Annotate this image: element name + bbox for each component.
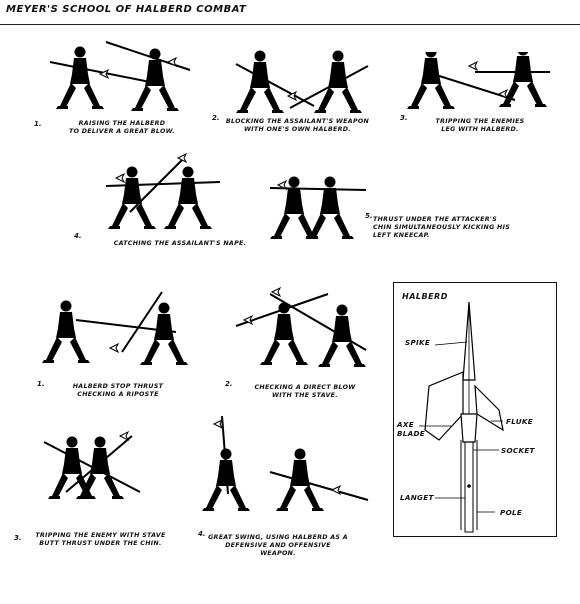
label-spike: SPIKE <box>405 338 431 347</box>
figure-4-illustration <box>105 153 221 229</box>
caption-line: CHIN SIMULTANEOUSLY KICKING HIS <box>373 224 511 231</box>
halberd-diagram-frame <box>393 282 557 537</box>
figure-9-caption: GREAT SWING, USING HALBERD AS A DEFENSIV… <box>208 534 348 558</box>
figure-3-caption: TRIPPING THE ENEMIES LEG WITH HALBERD. <box>410 118 550 134</box>
caption-line: WITH THE STAVE. <box>272 392 338 399</box>
figure-4-caption: CATCHING THE ASSAILANT'S NAPE. <box>110 240 250 248</box>
caption-line: CHECKING A RIPOSTE <box>77 391 159 398</box>
figure-1-number: 1. <box>34 120 42 128</box>
figure-3-number: 3. <box>400 114 408 122</box>
title-divider <box>0 24 580 25</box>
caption-line: TO DELIVER A GREAT BLOW. <box>68 128 175 135</box>
figure-2-caption: BLOCKING THE ASSAILANT'S WEAPON WITH ONE… <box>225 118 370 134</box>
figure-9-number: 4. <box>198 530 206 538</box>
figure-5-illustration <box>269 176 367 239</box>
caption-line: TRIPPING THE ENEMY WITH STAVE <box>35 532 166 539</box>
caption-line: BUTT THRUST UNDER THE CHIN. <box>39 540 162 547</box>
label-line: BLADE <box>397 429 425 438</box>
caption-line: LEG WITH HALBERD. <box>441 126 519 133</box>
figure-1-illustration <box>49 41 191 111</box>
figure-5-number: 5. <box>365 212 373 220</box>
caption-line: GREAT SWING, USING HALBERD AS A <box>208 534 348 541</box>
figure-3-illustration <box>407 52 550 109</box>
halberd-title: HALBERD <box>402 292 448 301</box>
caption-line: RAISING THE HALBERD <box>78 120 166 127</box>
caption-line: TRIPPING THE ENEMIES <box>435 118 525 125</box>
label-langet: LANGET <box>400 493 434 502</box>
caption-line: WITH ONE'S OWN HALBERD. <box>243 126 351 133</box>
caption-line: DEFENSIVE AND OFFENSIVE WEAPON. <box>225 542 331 557</box>
figure-6-caption: HALBERD STOP THRUST CHECKING A RIPOSTE <box>48 383 188 399</box>
label-fluke: FLUKE <box>506 417 533 426</box>
figure-7-illustration <box>235 287 367 367</box>
caption-line: CATCHING THE ASSAILANT'S NAPE. <box>113 240 247 247</box>
figure-7-caption: CHECKING A DIRECT BLOW WITH THE STAVE. <box>235 384 375 400</box>
figure-4-number: 4. <box>74 232 82 240</box>
figure-2-number: 2. <box>212 114 220 122</box>
figure-5-caption: THRUST UNDER THE ATTACKER'S CHIN SIMULTA… <box>373 216 518 240</box>
caption-line: HALBERD STOP THRUST <box>72 383 164 390</box>
caption-line: BLOCKING THE ASSAILANT'S WEAPON <box>225 118 370 125</box>
caption-line: LEFT KNEECAP. <box>373 232 430 239</box>
figure-8-caption: TRIPPING THE ENEMY WITH STAVE BUTT THRUS… <box>28 532 173 548</box>
figure-8-number: 3. <box>14 534 22 542</box>
label-socket: SOCKET <box>501 446 535 455</box>
figure-9-illustration <box>202 415 369 511</box>
figure-1-caption: RAISING THE HALBERD TO DELIVER A GREAT B… <box>52 120 192 136</box>
figure-7-number: 2. <box>225 380 233 388</box>
page-title: MEYER'S SCHOOL OF HALBERD COMBAT <box>6 4 247 15</box>
caption-line: CHECKING A DIRECT BLOW <box>254 384 356 391</box>
figure-6-number: 1. <box>37 380 45 388</box>
label-pole: POLE <box>500 508 523 517</box>
figure-2-illustration <box>235 50 369 113</box>
figure-6-illustration <box>42 291 188 365</box>
halberd-diagram <box>419 301 504 533</box>
figure-8-illustration <box>43 431 141 499</box>
label-line: AXE <box>397 420 414 429</box>
caption-line: THRUST UNDER THE ATTACKER'S <box>373 216 497 223</box>
label-axe-blade: AXE BLADE <box>397 420 425 438</box>
